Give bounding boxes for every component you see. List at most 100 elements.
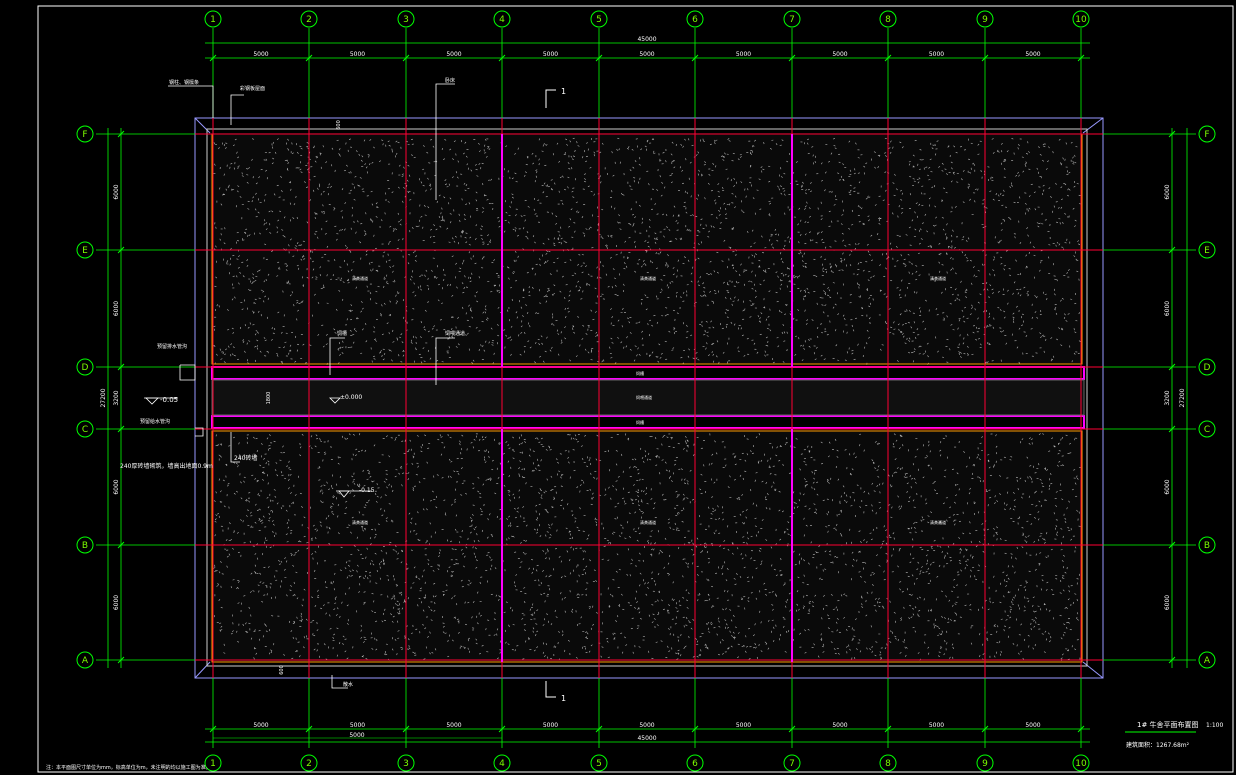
inner-wall-south: [211, 430, 1083, 663]
axis-bubble-row-B-left: [76, 536, 94, 554]
axis-bubble-col-5-top: [590, 10, 608, 28]
top-bay-label: 5000: [446, 51, 461, 58]
right-tick: [1168, 363, 1176, 371]
axis-bubble-col-1-top: [204, 10, 222, 28]
left-total-label: 27200: [100, 388, 107, 407]
label-manure-south-c: 清粪通道: [930, 519, 946, 525]
bottom-extra-label: 5000: [349, 732, 364, 739]
label-roof-panel: 彩钢板屋面: [240, 85, 265, 92]
top-bay-label: 5000: [832, 51, 847, 58]
right-span-label: 6000: [1164, 595, 1171, 610]
top-total-label: 45000: [637, 36, 656, 43]
axis-label-col-4-bottom: 4: [499, 759, 505, 769]
axis-bubble-col-3-bottom: [397, 754, 415, 772]
top-tick: [1077, 54, 1085, 62]
axis-label-col-8-top: 8: [885, 15, 891, 25]
axis-bubble-row-F-left: [76, 125, 94, 143]
hatch-strokes: [212, 137, 1081, 365]
note-water-ditch: 预留给水管沟: [140, 418, 170, 425]
top-bay-label: 5000: [929, 51, 944, 58]
axis-bubble-row-E-left: [76, 241, 94, 259]
bottom-bay-label: 5000: [350, 722, 365, 729]
axis-label-col-10-bottom: 10: [1075, 759, 1087, 769]
axis-bubble-row-D-left: [76, 358, 94, 376]
axis-label-col-1-top: 1: [210, 15, 216, 25]
bottom-total-label: 45000: [637, 735, 656, 742]
leader-lines: [168, 83, 455, 689]
bottom-tick: [884, 725, 892, 733]
axis-label-col-2-bottom: 2: [306, 759, 312, 769]
axis-bubble-col-6-top: [686, 10, 704, 28]
section-label-bottom: 1: [561, 694, 566, 703]
bottom-bay-label: 5000: [736, 722, 751, 729]
left-span-label: 6000: [113, 184, 120, 199]
axis-label-col-9-bottom: 9: [982, 759, 988, 769]
offset-bottom-label: 600: [279, 665, 285, 675]
bottom-bay-label: 5000: [543, 722, 558, 729]
bottom-note: 注：本平面图尺寸单位为mm，标高单位为m，未注明的均以施工图为准。: [46, 764, 211, 771]
label-manure-north-b: 清粪通道: [640, 275, 656, 281]
axis-bubble-col-8-bottom: [879, 754, 897, 772]
left-tick: [117, 656, 125, 664]
axis-bubble-row-B-right: [1198, 536, 1216, 554]
roof-outline: [194, 117, 1104, 679]
axis-bubble-row-F-right: [1198, 125, 1216, 143]
axis-label-row-B-right: B: [1204, 541, 1210, 551]
right-tick: [1168, 541, 1176, 549]
label-manure-south-a: 清粪通道: [352, 519, 368, 525]
feed-trough-south: [211, 415, 1085, 429]
roof-corner-se: [1082, 661, 1104, 679]
top-tick: [884, 54, 892, 62]
axis-label-col-3-top: 3: [403, 15, 409, 25]
axis-bubble-col-10-bottom: [1072, 754, 1090, 772]
bottom-bay-label: 5000: [929, 722, 944, 729]
axis-bubble-col-9-bottom: [976, 754, 994, 772]
axis-label-row-F-right: F: [1204, 130, 1209, 140]
section-label-top: 1: [561, 87, 566, 96]
right-span-label: 6000: [1164, 184, 1171, 199]
axis-label-col-4-top: 4: [499, 15, 505, 25]
axis-bubble-col-9-top: [976, 10, 994, 28]
axis-label-col-8-bottom: 8: [885, 759, 891, 769]
drawing-frame: [37, 5, 1234, 773]
axis-bubble-col-6-bottom: [686, 754, 704, 772]
axis-bubble-col-1-bottom: [204, 754, 222, 772]
axis-bubble-row-A-right: [1198, 651, 1216, 669]
pen-area-south: [210, 430, 1083, 662]
bedding-hatch-north: [212, 137, 1081, 365]
axis-label-col-5-top: 5: [596, 15, 602, 25]
axis-label-row-F-left: F: [82, 130, 87, 140]
roof-corner-nw: [194, 117, 211, 134]
axis-label-row-E-right: E: [1204, 246, 1210, 256]
bottom-tick: [788, 725, 796, 733]
level-symbol-aisle: [329, 397, 341, 404]
axis-label-row-C-left: C: [82, 425, 88, 435]
offset-top-label: 600: [336, 120, 342, 130]
top-bay-label: 5000: [253, 51, 268, 58]
bottom-tick: [305, 725, 313, 733]
left-span-label: 3200: [113, 390, 120, 405]
left-span-label: 6000: [113, 301, 120, 316]
hatch-strokes: [213, 433, 1082, 661]
top-bay-label: 5000: [736, 51, 751, 58]
left-tick: [117, 541, 125, 549]
right-span-label: 6000: [1164, 301, 1171, 316]
bottom-bay-label: 5000: [253, 722, 268, 729]
axis-label-col-6-bottom: 6: [692, 759, 698, 769]
feed-trough-north: [211, 366, 1085, 380]
left-tick: [117, 425, 125, 433]
axis-label-col-1-bottom: 1: [210, 759, 216, 769]
bottom-tick: [1077, 725, 1085, 733]
label-manure-north-a: 清粪通道: [352, 275, 368, 281]
area-note: 建筑面积：1267.68m²: [1126, 741, 1190, 749]
right-span-label: 6000: [1164, 479, 1171, 494]
bottom-tick: [595, 725, 603, 733]
axis-bubble-col-7-top: [783, 10, 801, 28]
axis-label-row-C-right: C: [1204, 425, 1210, 435]
label-manure-south-b: 清粪通道: [640, 519, 656, 525]
axis-bubble-col-4-bottom: [493, 754, 511, 772]
label-aisle-center: 饲喂通道: [636, 394, 652, 400]
top-tick: [305, 54, 313, 62]
label-trough: 饲槽: [337, 330, 347, 337]
axis-label-col-10-top: 10: [1075, 15, 1087, 25]
